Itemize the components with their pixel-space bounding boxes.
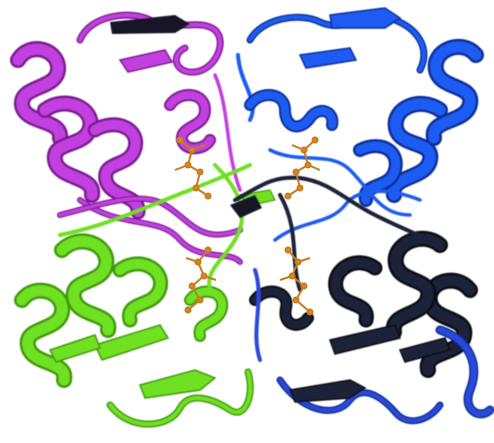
- chain-b-top-loop: [236, 13, 428, 122]
- chain-a-helix-3: [87, 117, 146, 220]
- chain-c-helix-3: [112, 256, 169, 328]
- chain-b-sheet-top: [298, 7, 402, 69]
- chain-b-helix-2: [385, 96, 448, 203]
- chain-b-center-helix: [244, 89, 339, 133]
- chain-a-top-loop: [76, 11, 224, 76]
- ligand-site-3: [184, 246, 217, 314]
- chain-d-blue-segments: [276, 325, 494, 425]
- chain-a-sheet-top: [110, 15, 190, 73]
- chain-b-helix-1: [425, 38, 484, 146]
- ligand-site-4: [279, 246, 314, 316]
- chain-a-helix-1: [10, 41, 68, 146]
- chain-a-helix-2: [37, 95, 100, 203]
- chain-b-ribbon: [236, 7, 484, 242]
- chain-d-helix-2: [385, 230, 448, 340]
- chain-c-helix-2: [54, 233, 117, 338]
- ligand-site-2: [284, 136, 321, 200]
- chain-d-ribbon: [230, 175, 494, 425]
- ligand-molecules: [174, 136, 321, 316]
- chain-d-helix-3: [328, 255, 383, 328]
- ligand-site-1: [174, 136, 212, 200]
- chain-a-ribbon: [10, 11, 243, 265]
- chain-c-helix-1: [14, 282, 73, 388]
- chain-b-helix-3: [353, 139, 403, 207]
- chain-d-sheets: [288, 324, 452, 403]
- chain-a-center-helix: [164, 89, 216, 155]
- chain-c-bottom-loop: [106, 368, 254, 428]
- chain-d-helix-1: [419, 272, 478, 378]
- chain-d-center-helix: [249, 285, 314, 331]
- chain-b-loops: [268, 148, 422, 242]
- chain-c-center-helix: [184, 285, 229, 342]
- chain-c-sheets: [48, 324, 217, 399]
